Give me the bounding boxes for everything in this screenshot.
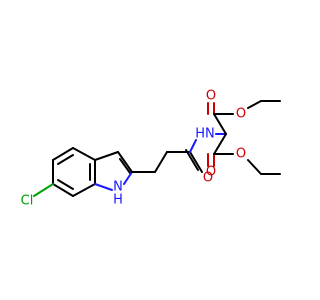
bond bbox=[247, 159, 262, 175]
bond bbox=[189, 151, 203, 173]
indole-nitrogen-label: N bbox=[113, 180, 123, 195]
indole-hydrogen-label: H bbox=[113, 193, 123, 208]
top-carbonyl-oxygen-label: O bbox=[206, 89, 216, 104]
top-ether-oxygen-label: O bbox=[236, 107, 246, 122]
double-bond-inner bbox=[57, 179, 74, 190]
benzene-ring bbox=[52, 147, 96, 197]
structure-diagram: Cl N H HN O O O O O bbox=[21, 89, 281, 209]
amide-nh-label: HN bbox=[195, 127, 215, 142]
bond bbox=[213, 113, 227, 135]
double-bond-inner bbox=[119, 158, 131, 174]
bottom-carbonyl-oxygen-label: O bbox=[206, 165, 216, 180]
bond bbox=[247, 100, 262, 109]
malonate-core bbox=[207, 100, 281, 175]
bond-to-chlorine bbox=[33, 183, 54, 197]
bond bbox=[154, 151, 168, 173]
bond bbox=[72, 147, 96, 161]
bond bbox=[94, 151, 119, 161]
pyrrole-ring bbox=[94, 151, 133, 191]
bond bbox=[52, 183, 74, 197]
double-bond-inner bbox=[57, 154, 74, 165]
molecule-drawing: Cl N H HN O O O O O bbox=[21, 89, 281, 209]
bond bbox=[52, 147, 74, 161]
double-bond-inner bbox=[185, 149, 199, 171]
bond bbox=[213, 133, 227, 155]
bottom-ether-oxygen-label: O bbox=[236, 147, 246, 162]
bond bbox=[189, 139, 197, 153]
chlorine-atom-label: Cl bbox=[21, 194, 34, 209]
bond bbox=[117, 151, 133, 173]
amide-oxygen-label: O bbox=[203, 171, 213, 186]
propanoyl-chain bbox=[131, 139, 203, 173]
bond bbox=[123, 171, 133, 185]
bond bbox=[94, 183, 113, 191]
bond bbox=[72, 183, 96, 197]
